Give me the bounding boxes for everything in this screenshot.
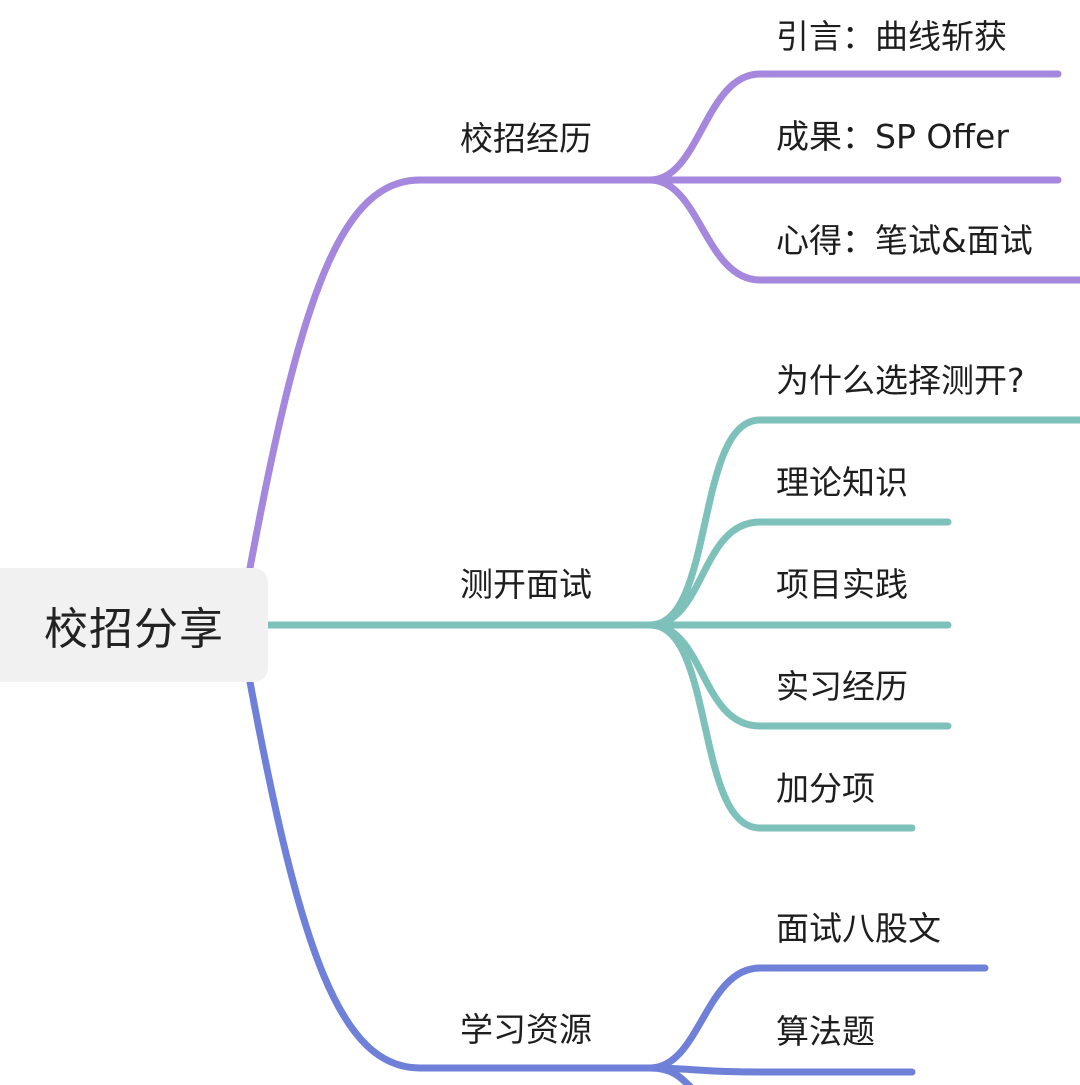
connector-xiaozhao-to-yinyan [646,70,1062,184]
connector-xuexi-to-suanfa [646,1064,916,1076]
leaf-label-bagu[interactable]: 面试八股文 [776,909,941,948]
leaf-label-shixi[interactable]: 实习经历 [776,667,908,706]
connector-root-to-xuexi [246,678,654,1072]
branch-label-cekai[interactable]: 测开面试 [460,565,592,604]
leaf-label-lilun[interactable]: 理论知识 [776,463,908,502]
leaf-label-jiafen[interactable]: 加分项 [776,769,875,808]
connector-cekai-to-jiafen [646,621,916,832]
connector-xuexi-to-bagu [646,964,989,1072]
connector-xiaozhao-to-xinde [646,176,1080,284]
root-node[interactable]: 校招分享 [0,568,268,682]
leaf-label-yinyan[interactable]: 引言：曲线斩获 [776,17,1007,56]
connector-cekai-to-lilun [646,518,952,629]
root-label: 校招分享 [44,604,224,655]
branch-label-xuexi[interactable]: 学习资源 [460,1010,592,1049]
leaf-label-xinde[interactable]: 心得：笔试&面试 [776,221,1033,260]
leaf-label-xiangmu[interactable]: 项目实践 [776,565,908,604]
leaf-label-why-cekai[interactable]: 为什么选择测开? [776,361,1025,400]
leaf-label-suanfa[interactable]: 算法题 [776,1012,875,1051]
branch-label-xiaozhao[interactable]: 校招经历 [460,119,592,158]
connector-root-to-xiaozhao [246,176,654,572]
leaf-label-chengguo[interactable]: 成果：SP Offer [776,117,1009,156]
connector-xuexi-to-more [646,1064,694,1085]
